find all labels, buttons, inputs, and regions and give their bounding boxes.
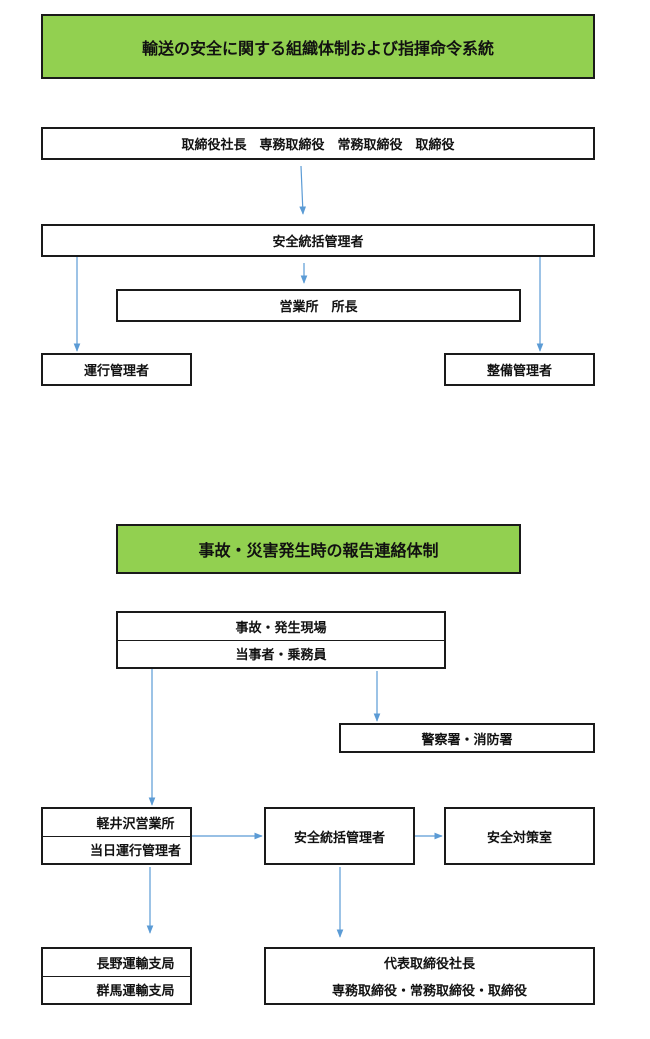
president-label: 代表取締役社長 (383, 957, 475, 972)
crew-label: 当事者・乗務員 (118, 639, 444, 668)
executives-box: 取締役社長 専務取締役 常務取締役 取締役 (41, 127, 595, 160)
police-fire-box: 警察署・消防署 (339, 723, 595, 753)
karuizawa-branch-box: 軽井沢営業所 当日運行管理者 (41, 807, 192, 865)
report-safety-manager-box: 安全統括管理者 (264, 807, 415, 865)
transport-bureau-box: 長野運輸支局 群馬運輸支局 (41, 947, 192, 1005)
arrow-exec-to-safety (299, 165, 307, 215)
president-box: 代表取締役社長 専務取締役・常務取締役・取締役 (264, 947, 595, 1005)
maintenance-manager-box: 整備管理者 (444, 353, 595, 386)
report-title: 事故・災害発生時の報告連絡体制 (116, 524, 521, 574)
gunma-bureau-label: 群馬運輸支局 (43, 975, 190, 1004)
duty-manager-label: 当日運行管理者 (43, 835, 190, 864)
accident-site-label: 事故・発生現場 (235, 620, 327, 636)
safety-office-box: 安全対策室 (444, 807, 595, 865)
nagano-bureau-label: 長野運輸支局 (96, 956, 175, 972)
directors-label: 専務取締役・常務取締役・取締役 (331, 984, 527, 999)
branch-manager-box: 営業所 所長 (116, 289, 521, 322)
org-title: 輸送の安全に関する組織体制および指揮命令系統 (41, 14, 595, 79)
operations-manager-box: 運行管理者 (41, 353, 192, 386)
safety-manager-box: 安全統括管理者 (41, 224, 595, 257)
karuizawa-branch-label: 軽井沢営業所 (96, 816, 175, 832)
accident-site-box: 事故・発生現場 当事者・乗務員 (116, 611, 446, 669)
